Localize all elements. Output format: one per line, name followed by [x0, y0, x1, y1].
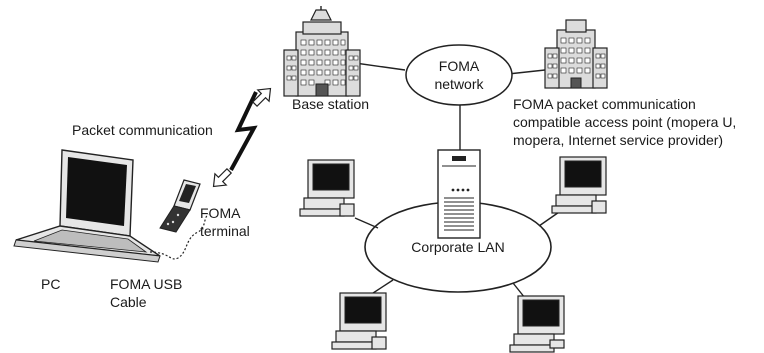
base-station-building-icon — [283, 6, 361, 97]
corporate-lan-label: Corporate LAN — [411, 239, 504, 255]
pc-label: PC — [41, 276, 60, 292]
foma-terminal-label-2: terminal — [200, 223, 250, 239]
access-point-label-3: mopera, Internet service provider) — [513, 132, 723, 148]
uplink-arrow-icon — [251, 87, 272, 108]
access-point-label-1: FOMA packet communication — [513, 96, 696, 112]
lightning-bolt-icon — [229, 91, 258, 171]
usb-cable-icon — [149, 213, 209, 260]
foma-network-label-2: network — [434, 76, 484, 92]
desktop-computer-bottom-right-icon — [509, 295, 565, 353]
desktop-computer-bottom-left-icon — [331, 292, 387, 350]
desktop-computer-top-right-icon — [551, 156, 607, 214]
access-point-label-2: compatible access point (mopera U, — [513, 114, 736, 130]
foma-network-label-1: FOMA — [439, 58, 480, 74]
laptop-pc-icon — [13, 149, 161, 263]
downlink-arrow-icon — [212, 167, 233, 188]
foma-network-ellipse — [405, 44, 513, 106]
foma-terminal-phone-icon — [159, 179, 201, 233]
usb-cable-label-2: Cable — [110, 294, 147, 310]
access-point-building-icon — [544, 19, 608, 89]
desktop-computer-top-left-icon — [299, 159, 355, 217]
packet-communication-label: Packet communication — [72, 122, 213, 138]
usb-cable-label-1: FOMA USB — [110, 276, 182, 292]
lan-link-top-left — [354, 217, 379, 229]
link-network-to-access-point — [507, 69, 546, 75]
foma-terminal-label-1: FOMA — [200, 205, 241, 221]
server-icon — [437, 149, 481, 239]
base-station-label: Base station — [292, 96, 369, 112]
